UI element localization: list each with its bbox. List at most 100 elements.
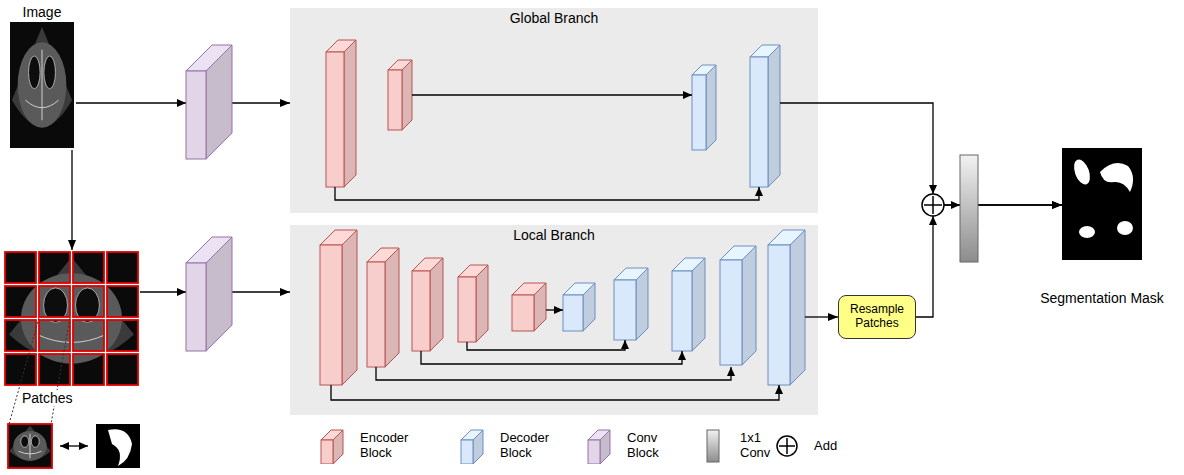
ultrasound-ventricle: [21, 436, 29, 447]
arrow-head: [79, 442, 88, 450]
legend-swatch: [772, 428, 802, 464]
mask-blob: [1117, 221, 1133, 235]
arrow-head: [951, 201, 960, 209]
patch-cell: [39, 354, 70, 385]
arrow-head: [775, 385, 783, 394]
encoder-block: [367, 248, 399, 367]
block-front: [412, 271, 430, 351]
arrow-head: [621, 340, 629, 349]
patch-cell: [107, 286, 138, 317]
patch-cell: [39, 252, 70, 283]
block-top: [186, 45, 232, 71]
patch-cell: [107, 252, 138, 283]
arrow-head: [683, 91, 692, 99]
arrow-head: [177, 99, 186, 107]
arrow-head: [177, 288, 186, 296]
encoder-block: [458, 265, 488, 342]
add-symbol: [924, 196, 942, 214]
ultrasound-background: [8, 424, 52, 468]
branch-panel: Global Branch: [290, 8, 818, 213]
block-front: [614, 280, 636, 340]
legend-swatch: [585, 428, 615, 464]
arrow-head: [60, 442, 69, 450]
node-label: Segmentation Mask: [1040, 290, 1164, 306]
conv-block: [186, 237, 232, 351]
ultrasound-brain: [18, 42, 67, 128]
ultrasound-fan: [9, 426, 50, 461]
ultrasound-background: [5, 252, 138, 385]
mask-blob: [1100, 163, 1133, 192]
skip-connection: [421, 351, 682, 364]
branch-background: [290, 225, 818, 415]
block-front: [768, 245, 790, 385]
legend-add: [777, 436, 797, 456]
ultrasound-echo: [19, 434, 42, 459]
decoder-block: [563, 283, 595, 331]
block-top: [388, 60, 412, 70]
block-front: [458, 277, 476, 342]
block-top: [512, 283, 546, 295]
legend-label: Encoder Block: [360, 431, 422, 461]
block-top: [588, 430, 610, 440]
wire: [780, 102, 818, 103]
legend-label: Conv Block: [627, 431, 677, 461]
legend-swatch: [698, 428, 728, 464]
block-front: [672, 271, 692, 351]
image-panel: Image: [8, 2, 76, 150]
legend-block: [588, 430, 610, 464]
block-side: [706, 65, 716, 150]
block-front: [320, 245, 342, 385]
block-front: [720, 260, 742, 365]
legend-add: [779, 438, 795, 454]
decoder-block: [692, 65, 716, 150]
block-side: [385, 248, 399, 367]
block-front: [750, 57, 768, 187]
skip-connection: [376, 367, 731, 380]
arrow-head: [727, 367, 735, 376]
skip-connection: [467, 340, 625, 350]
block-side: [768, 45, 780, 187]
patch-cell: [73, 286, 104, 317]
block-front: [321, 440, 333, 464]
node-label: Image: [23, 4, 62, 20]
block-top: [326, 40, 356, 52]
node-label: Resample Patches: [845, 303, 909, 331]
block-side: [742, 246, 756, 365]
ultrasound-image: [10, 22, 74, 148]
skip-connection: [331, 385, 779, 400]
decoder-block: [614, 268, 648, 340]
mask-patch: [96, 424, 140, 468]
connector-arrow: [71, 150, 72, 250]
add-symbol: [922, 194, 944, 216]
branch-background: [290, 8, 818, 213]
decoder-block: [672, 258, 705, 351]
skip-connection: [412, 94, 692, 95]
decoder-block: [768, 230, 805, 385]
legend-item: Add: [772, 428, 854, 464]
legend-label: Decoder Block: [500, 431, 562, 461]
block-top: [412, 258, 443, 271]
block-side: [402, 60, 412, 130]
block-front: [326, 52, 344, 187]
legend-swatch: [318, 428, 348, 464]
branch-panel: Local Branch: [290, 225, 818, 415]
block-front: [186, 263, 206, 351]
mask-blob: [1079, 226, 1095, 238]
block-front: [186, 71, 206, 159]
block-side: [344, 40, 356, 187]
encoder-block: [388, 60, 412, 130]
legend-swatch: [458, 428, 488, 464]
block-top: [186, 237, 232, 263]
connector-arrow: [916, 205, 1062, 317]
block-front: [388, 70, 402, 130]
patch-cell: [73, 252, 104, 283]
block-top: [321, 430, 343, 440]
block-top: [720, 246, 756, 260]
patch-cell: [73, 354, 104, 385]
arrow-head: [755, 187, 763, 196]
ultrasound-background: [10, 22, 74, 148]
legend-item: Decoder Block: [458, 428, 562, 464]
node-label: Local Branch: [513, 227, 595, 243]
patch-border: [8, 424, 52, 468]
block-top: [458, 265, 488, 277]
